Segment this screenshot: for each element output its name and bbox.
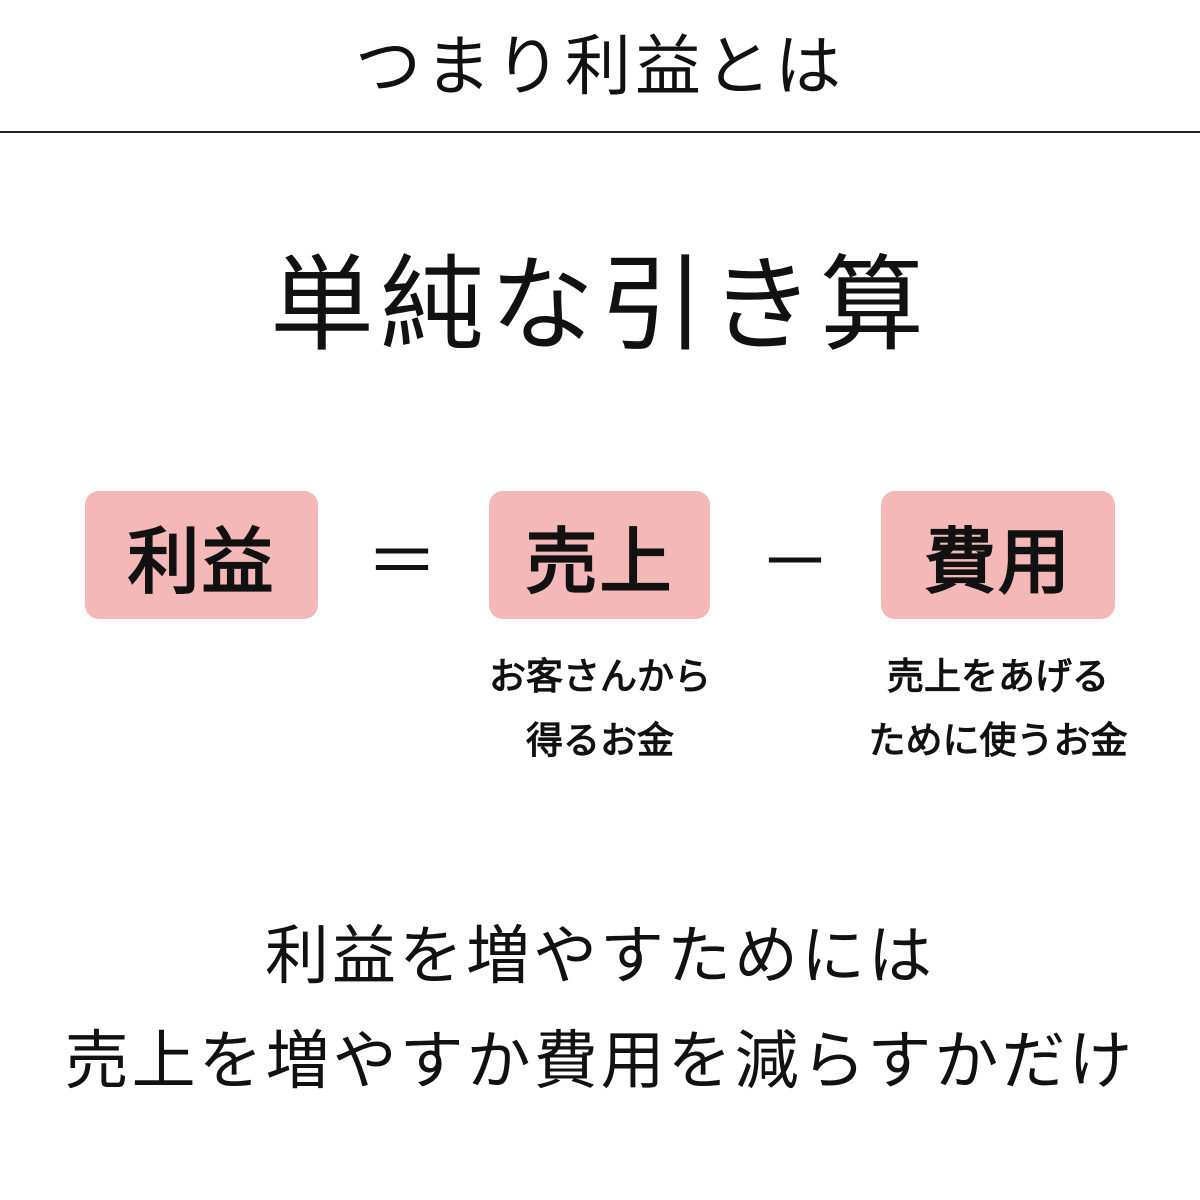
main-heading: 単純な引き算 <box>269 244 930 366</box>
conclusion-text: 利益を増やすためには 売上を増やすか費用を減らすかだけ <box>0 905 1200 1115</box>
equals-operator: ＝ <box>365 519 438 604</box>
cost-term-box: 費用 <box>881 491 1115 619</box>
conclusion-line: 売上を増やすか費用を減らすかだけ <box>64 1025 1136 1099</box>
sales-caption-line: 得るお金 <box>526 719 674 762</box>
page-title: つまり利益とは <box>355 28 845 105</box>
profit-term-box: 利益 <box>85 491 318 619</box>
cost-caption: 売上をあげる ために使うお金 <box>838 645 1158 773</box>
conclusion-line: 利益を増やすためには <box>265 920 935 994</box>
sales-caption-line: お客さんから <box>489 655 711 698</box>
title-divider <box>0 131 1200 133</box>
sales-caption: お客さんから 得るお金 <box>450 645 750 773</box>
minus-operator: － <box>758 519 831 604</box>
cost-caption-line: 売上をあげる <box>887 655 1109 698</box>
cost-caption-line: ために使うお金 <box>868 719 1128 762</box>
sales-term-box: 売上 <box>489 491 710 619</box>
